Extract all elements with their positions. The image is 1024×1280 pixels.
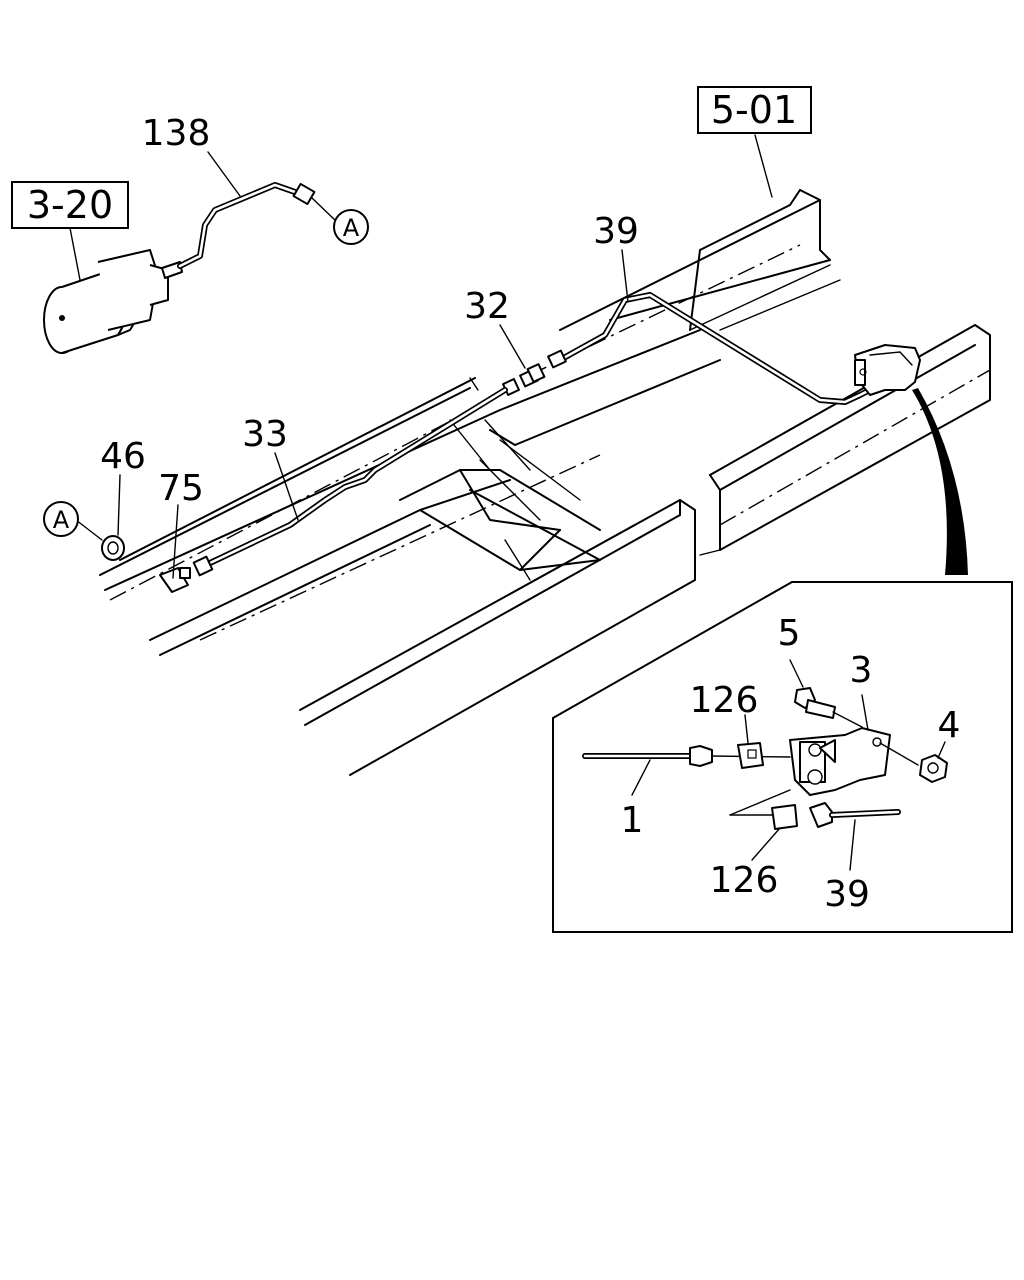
label-126-top: 126 bbox=[690, 680, 759, 721]
callout-a-lower-label: A bbox=[53, 506, 70, 534]
callout-a-upper-label: A bbox=[343, 214, 360, 242]
booster-assembly bbox=[43, 249, 183, 354]
detail-view: 5 3 126 4 1 126 39 bbox=[552, 581, 1013, 933]
label-1: 1 bbox=[621, 800, 644, 841]
detail-leader bbox=[912, 388, 968, 575]
label-33: 33 bbox=[242, 414, 288, 455]
ref-box-3-20[interactable]: 3-20 bbox=[11, 181, 129, 229]
callout-a-lower: A bbox=[43, 501, 79, 537]
label-5: 5 bbox=[778, 613, 801, 654]
pipe-33 bbox=[192, 387, 508, 577]
fitting-75 bbox=[159, 567, 191, 593]
callout-a-upper: A bbox=[333, 209, 369, 245]
label-138: 138 bbox=[142, 113, 211, 154]
label-46: 46 bbox=[100, 436, 146, 477]
pipe-39 bbox=[547, 292, 873, 405]
clip-bracket bbox=[854, 344, 921, 396]
label-75: 75 bbox=[158, 468, 204, 509]
label-32: 32 bbox=[464, 286, 510, 327]
label-39-detail: 39 bbox=[824, 874, 870, 915]
ref-box-5-01[interactable]: 5-01 bbox=[697, 86, 812, 134]
nut-46 bbox=[101, 535, 125, 561]
label-39-main: 39 bbox=[593, 211, 639, 252]
fitting-32 bbox=[502, 363, 546, 396]
label-4: 4 bbox=[938, 705, 961, 746]
leader-lines bbox=[69, 134, 773, 579]
chassis-frame bbox=[99, 189, 991, 776]
ref-label-3-20: 3-20 bbox=[27, 183, 113, 227]
label-126-bottom: 126 bbox=[710, 860, 779, 901]
ref-label-5-01: 5-01 bbox=[711, 88, 797, 132]
label-3: 3 bbox=[850, 650, 873, 691]
pipe-138 bbox=[177, 182, 338, 269]
